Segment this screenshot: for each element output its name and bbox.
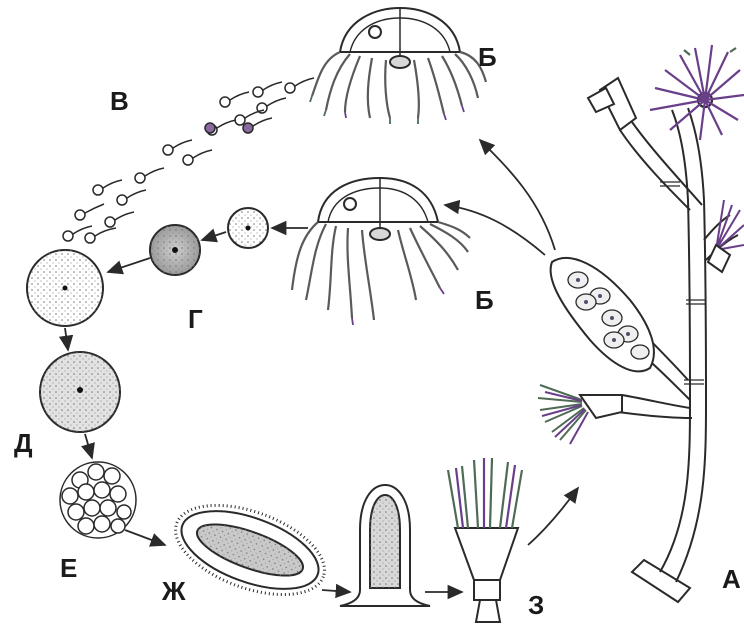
- label-medusa-upper: Б: [478, 44, 497, 70]
- arrow-zygote-to-dividing: [65, 328, 68, 350]
- feeding-polyp-right: [708, 200, 744, 272]
- morula: [60, 462, 136, 538]
- feeding-polyp-lower: [538, 385, 622, 444]
- medusa-upper: [310, 8, 486, 124]
- settling-planula: [340, 485, 430, 606]
- planula: [164, 488, 337, 613]
- arrow-planula-to-settling: [322, 590, 350, 592]
- arrow-morula-to-planula: [125, 530, 165, 545]
- label-young-polyp: З: [528, 592, 544, 618]
- arrow-egg-to-zygote: [108, 258, 150, 272]
- young-polyp: [448, 458, 522, 622]
- arrow-young-polyp-to-colony: [528, 488, 578, 545]
- label-planula: Ж: [162, 578, 186, 604]
- feeding-polyp-top: [650, 45, 744, 140]
- label-zygote: Д: [14, 430, 33, 456]
- arrow-zygote-to-morula: [85, 434, 92, 458]
- arrow-egg-to-egg: [202, 232, 226, 240]
- zygote: [27, 250, 120, 432]
- egg-cells: [150, 208, 268, 275]
- label-morula: Е: [60, 555, 77, 581]
- medusa-lower: [292, 178, 470, 325]
- gonotheca: [551, 258, 654, 371]
- label-eggs: Г: [188, 306, 203, 332]
- label-polyp-colony: А: [722, 566, 741, 592]
- label-sperm: В: [110, 88, 129, 114]
- sperm-cells: [63, 78, 314, 243]
- label-medusa-lower: Б: [475, 287, 494, 313]
